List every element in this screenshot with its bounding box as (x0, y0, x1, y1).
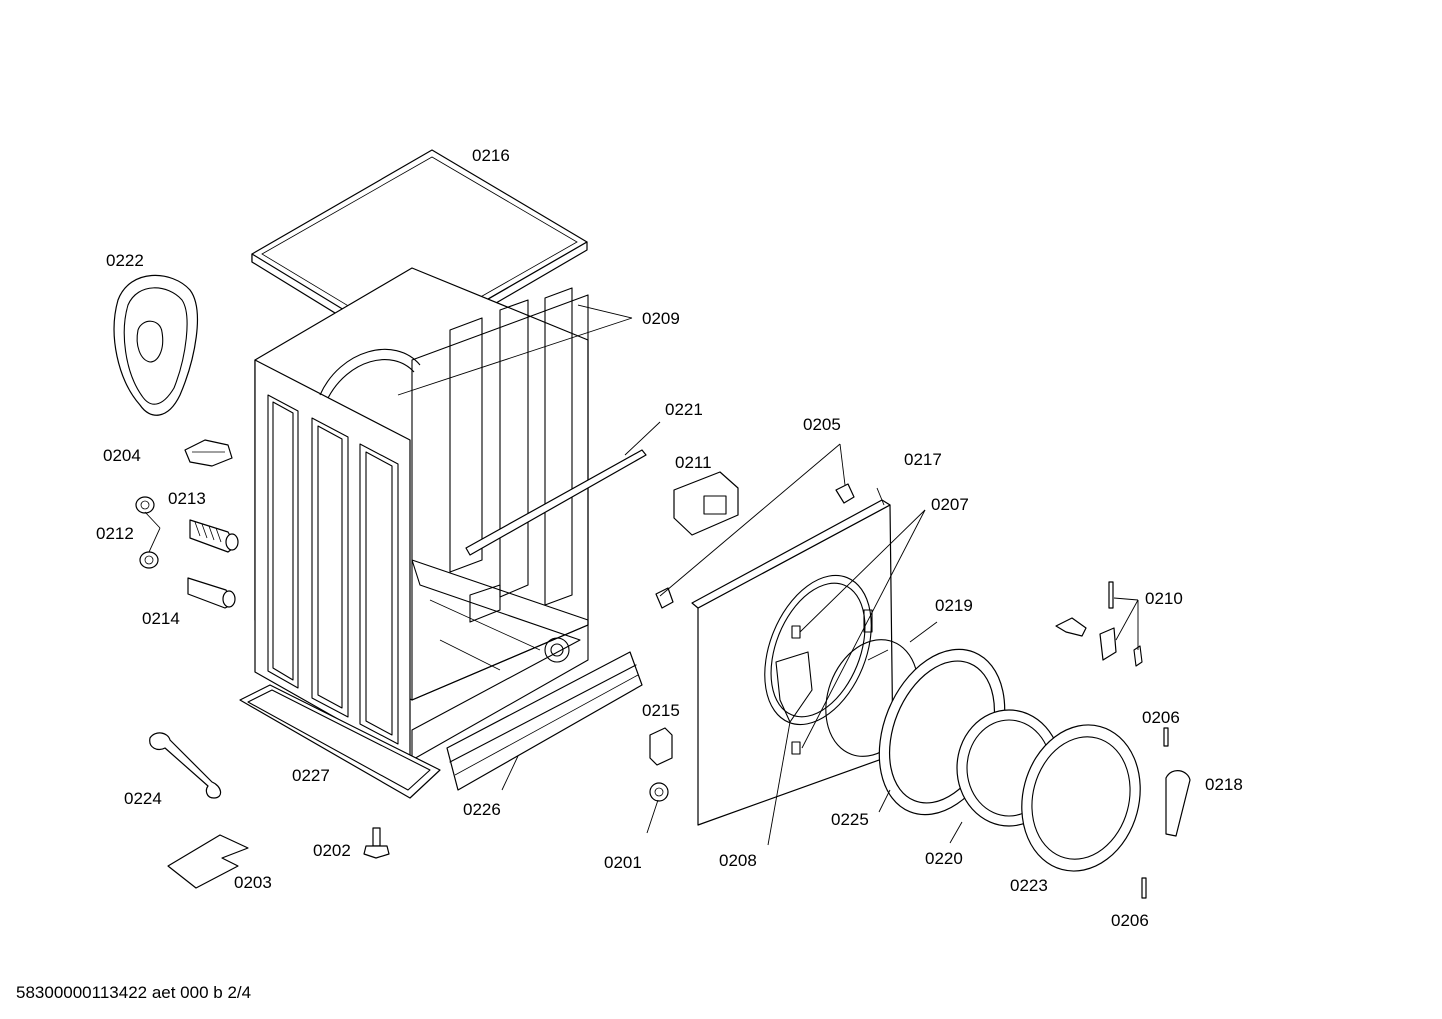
part-clip-0205-lower[interactable] (655, 587, 674, 609)
part-damper-0214[interactable] (187, 577, 236, 609)
part-door-lock[interactable] (673, 471, 739, 536)
part-spacer-0203[interactable] (167, 834, 249, 889)
label-0223[interactable]: 0223 (1010, 876, 1048, 895)
label-0218[interactable]: 0218 (1205, 775, 1243, 794)
part-damper-0213[interactable] (189, 519, 239, 553)
part-pin-0206-lower[interactable] (1141, 877, 1147, 899)
label-0208[interactable]: 0208 (719, 851, 757, 870)
part-cross-brace[interactable] (465, 449, 647, 556)
label-0213[interactable]: 0213 (168, 489, 206, 508)
document-id-footer: 58300000113422 aet 000 b 2/4 (16, 983, 251, 1002)
label-0219[interactable]: 0219 (935, 596, 973, 615)
part-handle-0218[interactable] (1165, 770, 1191, 837)
label-0212[interactable]: 0212 (96, 524, 134, 543)
label-0215[interactable]: 0215 (642, 701, 680, 720)
label-0222[interactable]: 0222 (106, 251, 144, 270)
label-0204[interactable]: 0204 (103, 446, 141, 465)
part-pin-0206-upper[interactable] (1163, 727, 1169, 747)
part-damper-cap-lower[interactable] (139, 551, 159, 569)
part-damper-cap-upper[interactable] (135, 496, 155, 514)
part-cabinet[interactable] (254, 267, 589, 761)
label-0209[interactable]: 0209 (642, 309, 680, 328)
label-0226[interactable]: 0226 (463, 800, 501, 819)
part-hinge-0210[interactable] (1055, 581, 1143, 667)
label-0206-upper[interactable]: 0206 (1142, 708, 1180, 727)
part-door-frame[interactable] (1006, 712, 1156, 885)
part-button-0201[interactable] (649, 782, 669, 802)
part-clip-0205-upper[interactable] (835, 483, 855, 504)
label-0202[interactable]: 0202 (313, 841, 351, 860)
label-0205[interactable]: 0205 (803, 415, 841, 434)
label-0225[interactable]: 0225 (831, 810, 869, 829)
part-foot-0202[interactable] (363, 827, 390, 859)
part-plinth[interactable] (446, 651, 643, 791)
part-rear-panel[interactable] (113, 274, 199, 416)
part-front-panel[interactable] (691, 499, 894, 826)
label-0210[interactable]: 0210 (1145, 589, 1183, 608)
part-base-plate[interactable] (239, 684, 441, 799)
part-clip-0204[interactable] (184, 439, 233, 467)
label-0207[interactable]: 0207 (931, 495, 969, 514)
label-0211[interactable]: 0211 (675, 453, 712, 472)
label-0203[interactable]: 0203 (234, 873, 272, 892)
label-0221[interactable]: 0221 (665, 400, 703, 419)
label-0224[interactable]: 0224 (124, 789, 162, 808)
part-wrench[interactable] (149, 732, 222, 799)
label-0214[interactable]: 0214 (142, 609, 180, 628)
label-0217[interactable]: 0217 (904, 450, 942, 469)
label-0220[interactable]: 0220 (925, 849, 963, 868)
label-0206-lower[interactable]: 0206 (1111, 911, 1149, 930)
label-0216[interactable]: 0216 (472, 146, 510, 165)
part-labels: 0216 0222 0209 0221 0205 0204 0211 0217 … (96, 146, 1243, 930)
label-0227[interactable]: 0227 (292, 766, 330, 785)
leader-lines (144, 304, 1139, 846)
label-0201[interactable]: 0201 (604, 853, 642, 872)
part-switch-0215[interactable] (649, 727, 673, 766)
